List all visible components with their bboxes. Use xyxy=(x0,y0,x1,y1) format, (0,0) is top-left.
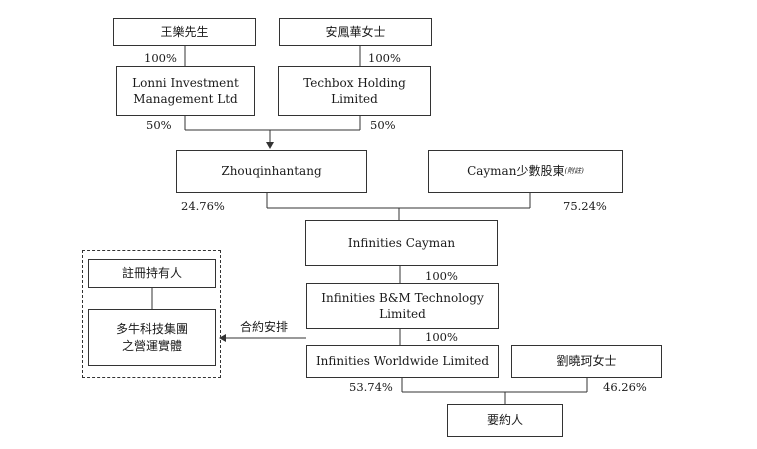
cayman-minority-label: Cayman少數股東 xyxy=(467,164,565,179)
cayman-minority-note: (附註) xyxy=(564,166,584,175)
pct-worldwide-obligor: 53.74% xyxy=(349,380,393,394)
pct-zhou-cayman: 24.76% xyxy=(181,199,225,213)
entity-obligor: 要約人 xyxy=(447,404,563,437)
entity-duoniu-operating: 多牛科技集團之營運實體 xyxy=(88,309,216,366)
entity-wang-le: 王樂先生 xyxy=(113,18,256,46)
pct-minority-cayman: 75.24% xyxy=(563,199,607,213)
entity-registered-holder: 註冊持有人 xyxy=(88,259,216,288)
entity-liu-xiaoke: 劉曉珂女士 xyxy=(511,345,662,378)
operating-entity-group xyxy=(82,250,221,378)
arrow-contract xyxy=(219,334,226,342)
pct-techbox-zhou: 50% xyxy=(370,118,396,132)
contract-arrangement-label: 合約安排 xyxy=(240,320,289,334)
entity-zhouqinhantang: Zhouqinhantang xyxy=(176,150,367,193)
entity-infinities-bm: Infinities B&M Technology Limited xyxy=(306,283,499,329)
arrow-to-zhou xyxy=(266,142,274,149)
pct-lonni-zhou: 50% xyxy=(146,118,172,132)
entity-cayman-minority: Cayman少數股東(附註) xyxy=(428,150,623,193)
entity-techbox: Techbox Holding Limited xyxy=(278,66,431,116)
pct-cayman-bm: 100% xyxy=(425,269,458,283)
pct-an-techbox: 100% xyxy=(368,51,401,65)
pct-wang-lonni: 100% xyxy=(144,51,177,65)
entity-an-fenghua: 安鳳華女士 xyxy=(279,18,432,46)
pct-liu-obligor: 46.26% xyxy=(603,380,647,394)
entity-lonni: Lonni Investment Management Ltd xyxy=(116,66,255,116)
entity-infinities-cayman: Infinities Cayman xyxy=(305,220,498,266)
entity-infinities-worldwide: Infinities Worldwide Limited xyxy=(306,345,499,378)
pct-bm-worldwide: 100% xyxy=(425,330,458,344)
